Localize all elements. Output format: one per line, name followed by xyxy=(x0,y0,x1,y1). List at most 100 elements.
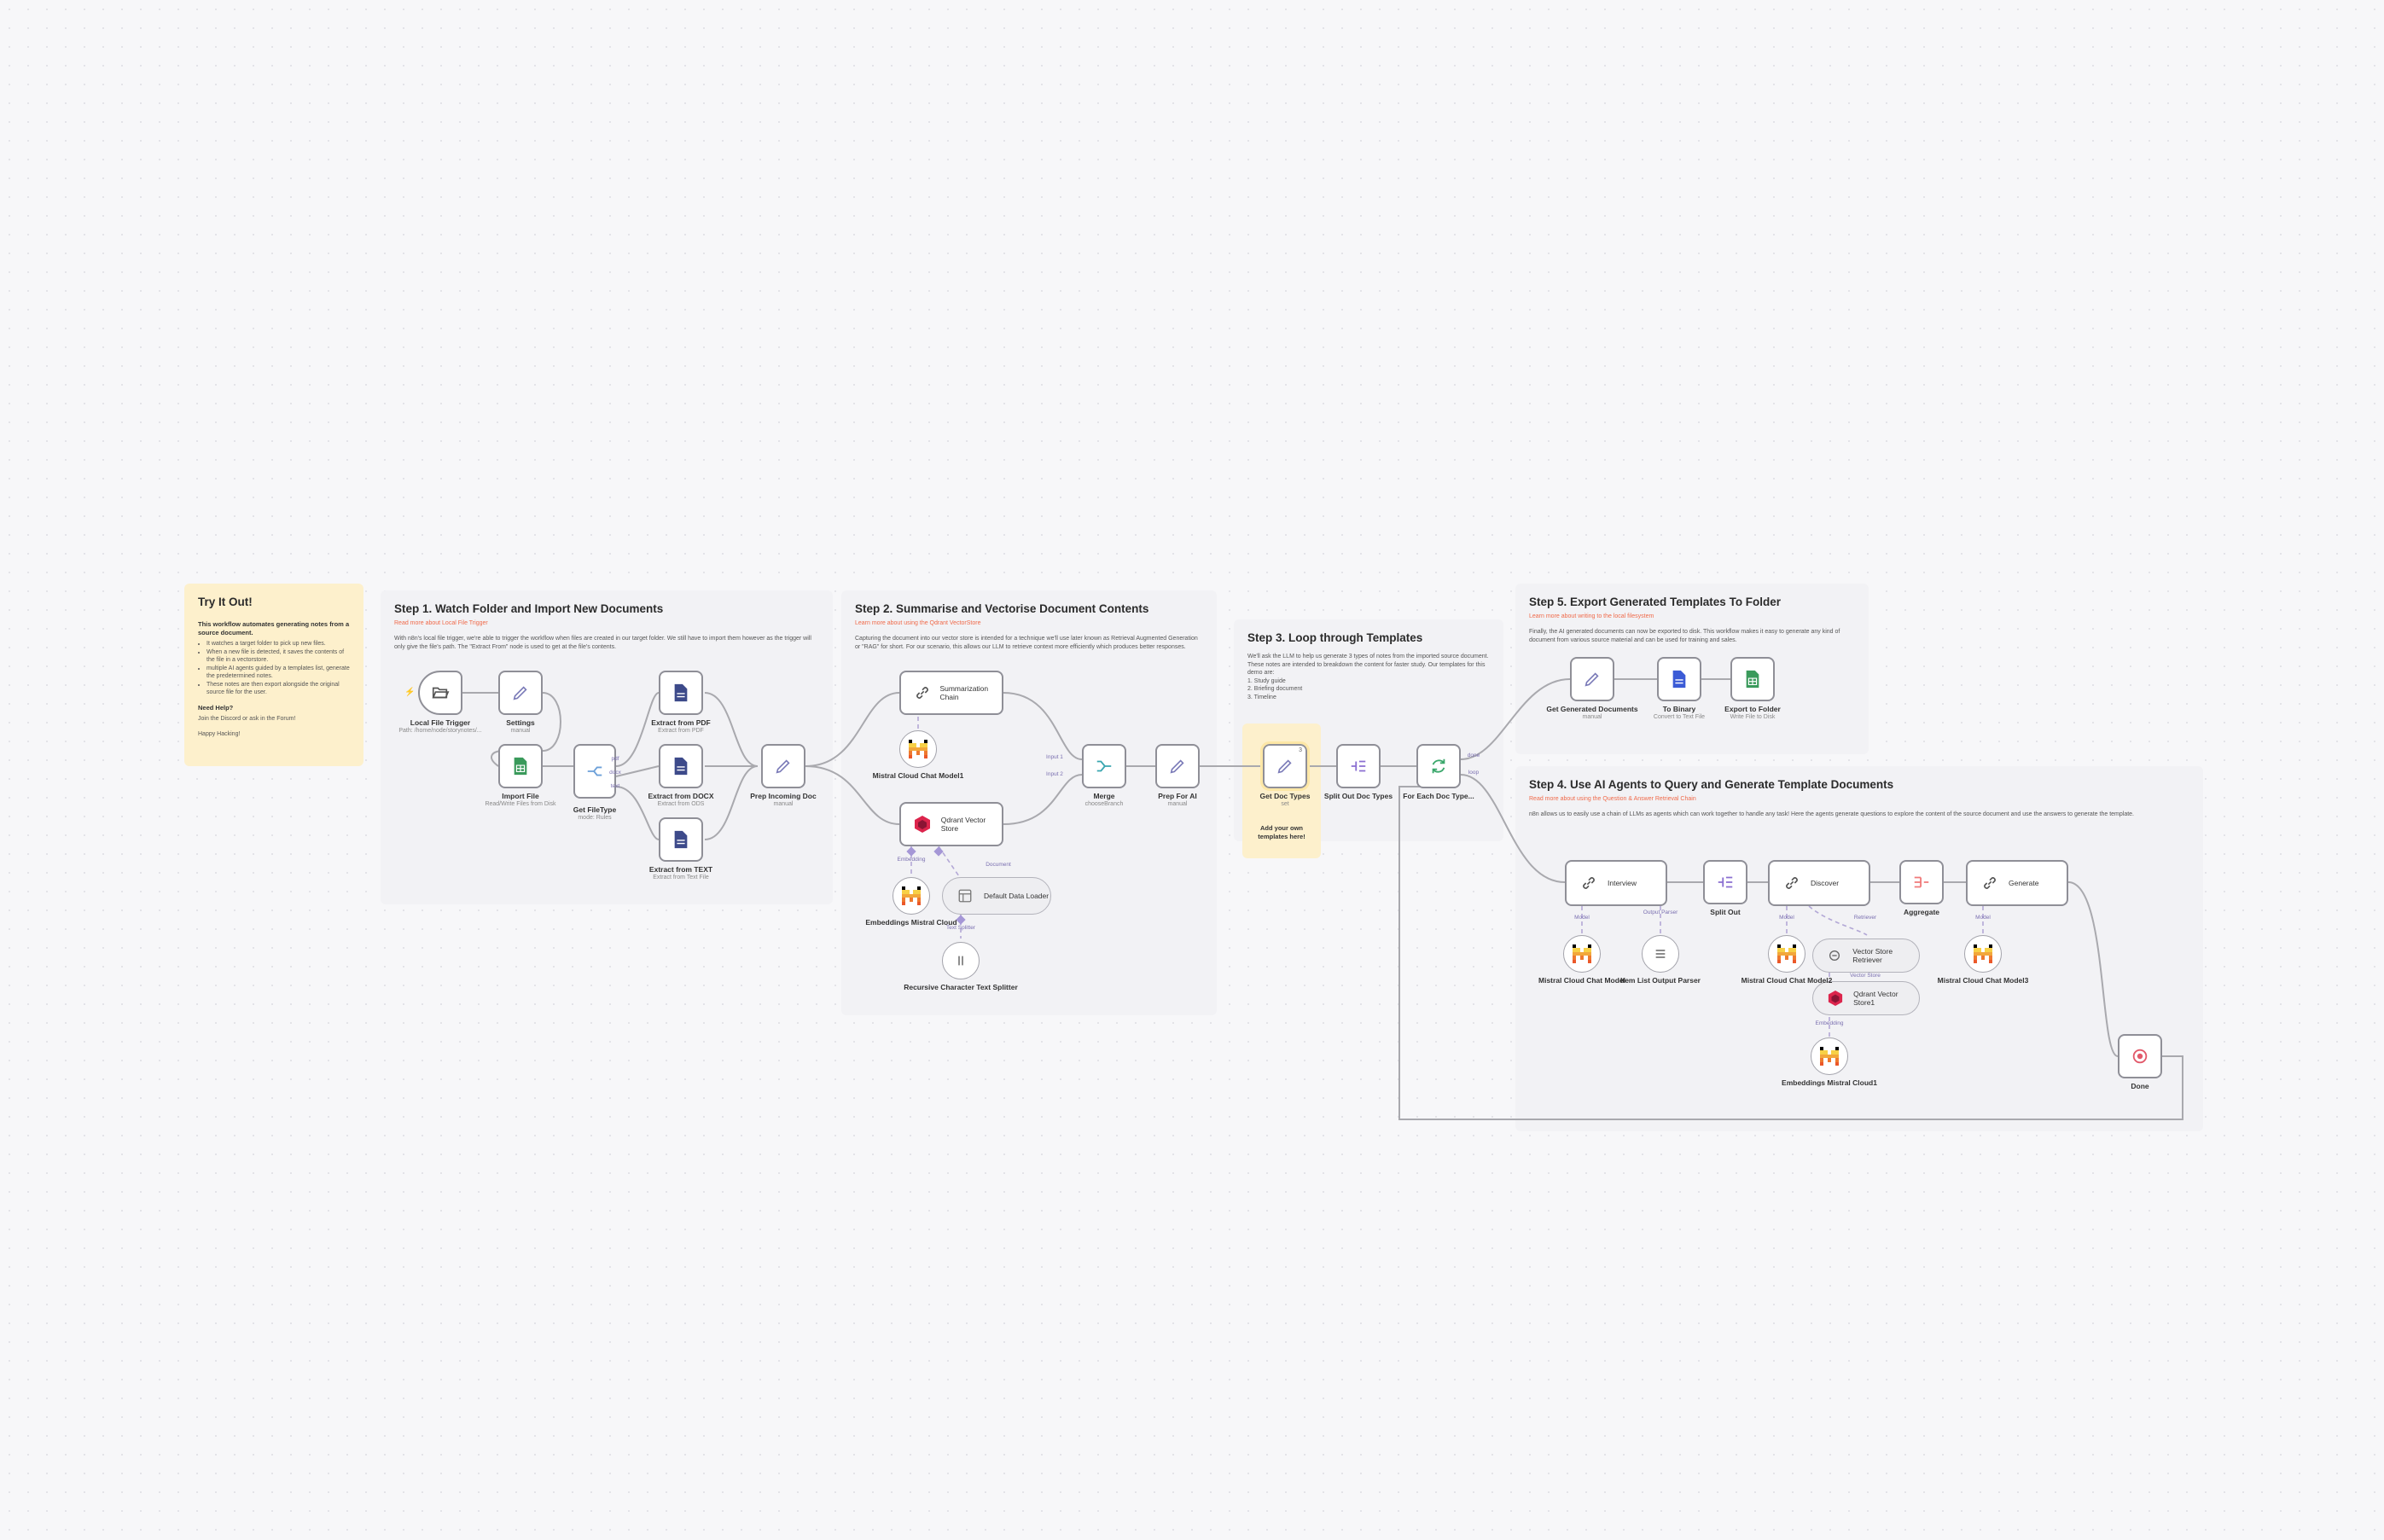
node-generate[interactable]: Generate xyxy=(1966,860,2068,906)
handle-label-embedding: Embedding xyxy=(897,857,926,863)
node-merge[interactable] xyxy=(1082,744,1126,788)
node-to-binary[interactable] xyxy=(1657,657,1701,701)
chain-link-icon xyxy=(913,683,931,703)
node-inner-label: Qdrant Vector Store xyxy=(940,816,986,833)
sticky-title: Try It Out! xyxy=(198,596,253,608)
split-out-icon xyxy=(1348,756,1369,776)
node-for-each-doc-type[interactable] xyxy=(1416,744,1461,788)
connection xyxy=(1003,774,1083,825)
node-extract-text[interactable] xyxy=(659,817,703,862)
node-label: Embeddings Mistral Cloud1 xyxy=(1782,1078,1877,1087)
mistral-logo-icon xyxy=(902,886,921,905)
node-embeddings-mistral-cloud1[interactable] xyxy=(1811,1037,1848,1075)
node-mistral-chat-model3[interactable] xyxy=(1964,935,2002,973)
mistral-logo-icon xyxy=(909,740,927,758)
node-export-to-folder[interactable] xyxy=(1730,657,1775,701)
node-label: Recursive Character Text Splitter xyxy=(904,983,1018,991)
sticky-title: Step 5. Export Generated Templates To Fo… xyxy=(1529,596,1782,608)
docs-link[interactable]: Read more about Local File Trigger xyxy=(394,620,488,626)
node-label: Done xyxy=(2131,1082,2149,1090)
node-qdrant-vector-store[interactable]: Qdrant Vector Store xyxy=(899,802,1003,846)
docs-link[interactable]: Learn more about writing to the local fi… xyxy=(1529,613,1654,619)
pencil-icon xyxy=(1167,756,1188,776)
sticky-intro: This workflow automates generating notes… xyxy=(198,620,350,636)
node-item-list-output-parser[interactable] xyxy=(1642,935,1679,973)
node-get-filetype[interactable] xyxy=(573,744,616,799)
node-label: Aggregate xyxy=(1903,908,1940,916)
node-vector-store-retriever[interactable]: Vector Store Retriever xyxy=(1812,939,1920,973)
node-mistral-chat-model[interactable] xyxy=(1563,935,1601,973)
node-label: Mistral Cloud Chat Model2 xyxy=(1741,976,1833,985)
bullet: multiple AI agents guided by a templates… xyxy=(206,665,350,681)
chain-link-icon xyxy=(1782,873,1802,893)
sticky-text: We'll ask the LLM to help us generate 3 … xyxy=(1247,654,1489,676)
node-label: Embeddings Mistral Cloud xyxy=(865,918,957,927)
node-extract-pdf[interactable] xyxy=(659,671,703,715)
node-mistral-chat-model2[interactable] xyxy=(1768,935,1805,973)
output-label-docx: docx xyxy=(609,770,621,776)
items-count-badge: 3 xyxy=(1299,747,1302,753)
loop-icon xyxy=(1428,756,1449,776)
node-local-file-trigger[interactable] xyxy=(418,671,462,715)
connection xyxy=(2067,881,2119,1057)
connection xyxy=(704,692,759,767)
sticky-custom-templates[interactable]: Add your own templates here! xyxy=(1242,724,1321,858)
chain-link-icon xyxy=(1579,873,1599,893)
node-mistral-chat-model1[interactable] xyxy=(899,730,937,768)
qdrant-logo-icon xyxy=(1825,988,1845,1008)
node-recursive-text-splitter[interactable] xyxy=(942,942,980,979)
help-text: Join the Discord or ask in the Forum! xyxy=(198,716,296,722)
docs-link[interactable]: Read more about using the Question & Ans… xyxy=(1529,796,1696,802)
node-prep-for-ai[interactable] xyxy=(1155,744,1200,788)
input-label-2: Input 2 xyxy=(1046,771,1063,777)
sticky-text: Add your own templates here! xyxy=(1258,824,1305,840)
node-settings[interactable] xyxy=(498,671,543,715)
node-default-data-loader[interactable]: Default Data Loader xyxy=(942,877,1051,915)
list-icon xyxy=(1650,944,1671,964)
node-aggregate[interactable] xyxy=(1899,860,1944,904)
connection xyxy=(1398,786,2183,1120)
file-spreadsheet-icon xyxy=(510,756,531,776)
node-get-doc-types[interactable]: 3 xyxy=(1260,741,1310,791)
file-convert-icon xyxy=(1669,669,1689,689)
handle-label-model: Model xyxy=(1779,915,1794,921)
sticky-text: With n8n's local file trigger, we're abl… xyxy=(394,636,811,650)
node-extract-docx[interactable] xyxy=(659,744,703,788)
node-qdrant-vector-store1[interactable]: Qdrant Vector Store1 xyxy=(1812,981,1920,1015)
text-splitter-icon xyxy=(951,950,971,971)
node-interview[interactable]: Interview xyxy=(1565,860,1667,906)
file-extract-icon xyxy=(671,829,691,850)
node-done[interactable] xyxy=(2118,1034,2162,1078)
aggregate-icon xyxy=(1911,872,1932,892)
connection xyxy=(615,786,660,840)
node-split-out[interactable] xyxy=(1703,860,1747,904)
node-summarization-chain[interactable]: Summarization Chain xyxy=(899,671,1003,715)
node-inner-label: Vector Store Retriever xyxy=(1852,947,1893,964)
node-split-out-doc-types[interactable] xyxy=(1336,744,1381,788)
node-import-file[interactable] xyxy=(498,744,543,788)
node-embeddings-mistral-cloud[interactable] xyxy=(893,877,930,915)
node-label: Mistral Cloud Chat Model1 xyxy=(872,771,964,780)
chain-link-icon xyxy=(1980,873,2000,893)
node-discover[interactable]: Discover xyxy=(1768,860,1870,906)
bullet: When a new file is detected, it saves th… xyxy=(206,648,350,665)
node-prep-incoming-doc[interactable] xyxy=(761,744,805,788)
node-inner-label: Summarization Chain xyxy=(939,684,989,701)
file-extract-icon xyxy=(671,683,691,703)
sign-off: Happy Hacking! xyxy=(198,730,241,737)
node-get-generated-documents[interactable] xyxy=(1570,657,1614,701)
sticky-bullets: It watches a target folder to pick up ne… xyxy=(198,640,350,697)
file-extract-icon xyxy=(671,756,691,776)
node-label: Mistral Cloud Chat Model3 xyxy=(1937,976,2029,985)
node-label: Split Out Doc Types xyxy=(1323,792,1393,800)
pencil-icon xyxy=(1275,756,1295,776)
docs-link[interactable]: Learn more about using the Qdrant Vector… xyxy=(855,620,981,626)
output-label-pdf: pdf xyxy=(611,756,619,762)
sticky-try-it-out[interactable]: Try It Out! This workflow automates gene… xyxy=(184,584,363,766)
